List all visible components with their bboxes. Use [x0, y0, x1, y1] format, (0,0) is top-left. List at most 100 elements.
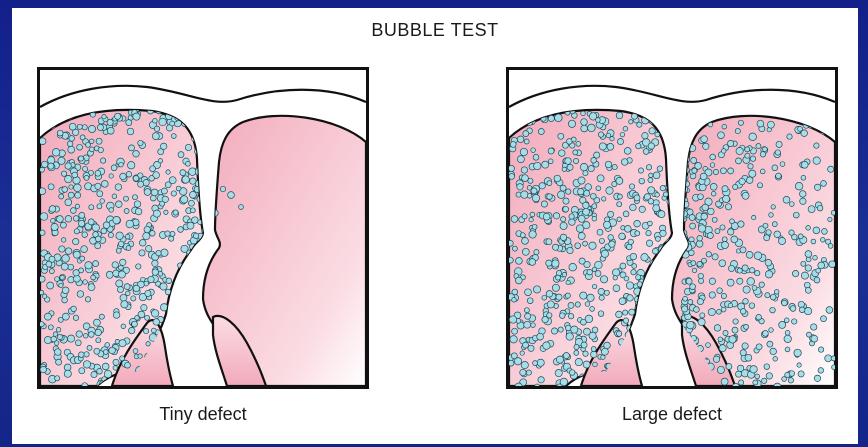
bubble	[524, 321, 531, 328]
caption-large-defect: Large defect	[506, 404, 838, 425]
bubble	[581, 119, 588, 126]
bubble	[726, 364, 732, 370]
bubble	[106, 271, 113, 278]
bubble	[606, 187, 613, 194]
bubble	[48, 163, 54, 169]
bubble	[79, 212, 85, 218]
bubble	[756, 144, 761, 149]
bubble	[101, 228, 107, 234]
bubble	[552, 284, 559, 291]
bubble	[57, 130, 63, 136]
bubble	[533, 154, 539, 160]
bubble	[522, 248, 529, 255]
bubble	[814, 375, 820, 381]
bubble	[151, 189, 158, 196]
bubble	[712, 217, 717, 222]
bubble	[548, 159, 553, 164]
bubble	[48, 325, 53, 330]
bubble	[596, 186, 601, 191]
bubble	[524, 308, 529, 313]
bubble	[737, 365, 743, 371]
bubble	[100, 158, 105, 163]
bubble	[599, 238, 604, 243]
bubble	[51, 223, 58, 230]
bubble	[789, 230, 794, 235]
bubble	[752, 286, 757, 291]
bubble	[85, 262, 92, 269]
bubble	[612, 269, 619, 276]
bubble	[801, 161, 808, 168]
bubble	[776, 141, 782, 147]
bubble	[539, 183, 545, 189]
bubble	[112, 262, 118, 268]
bubble	[116, 201, 123, 208]
bubble	[64, 370, 71, 377]
bubble	[78, 156, 83, 161]
bubble	[125, 234, 130, 239]
bubble	[170, 121, 175, 126]
bubble	[697, 261, 702, 266]
bubble	[721, 149, 726, 154]
bubble	[770, 294, 776, 300]
bubble	[115, 184, 122, 191]
bubble	[698, 225, 705, 232]
bubble	[732, 327, 738, 333]
bubble	[515, 277, 522, 284]
bubble	[591, 347, 596, 352]
bubble	[82, 125, 87, 130]
bubble	[626, 282, 633, 289]
bubble	[567, 139, 573, 145]
bubble	[51, 218, 56, 223]
bubble	[657, 166, 663, 172]
bubble	[800, 198, 806, 204]
bubble	[62, 255, 70, 263]
bubble	[190, 178, 196, 184]
bubble	[587, 294, 594, 301]
bubble	[68, 277, 74, 283]
bubble	[88, 125, 95, 132]
bubble	[512, 328, 518, 334]
bubble	[116, 232, 123, 239]
bubble	[84, 175, 89, 180]
bubble	[653, 205, 660, 212]
bubble	[747, 278, 755, 286]
bubble	[623, 211, 629, 217]
bubble	[538, 129, 544, 135]
bubble	[578, 233, 585, 240]
bubble	[583, 328, 590, 335]
bubble	[814, 184, 820, 190]
bubble	[517, 184, 523, 190]
bubble	[522, 214, 527, 219]
bubble	[616, 311, 623, 318]
bubble	[120, 356, 125, 361]
bubble	[749, 303, 755, 309]
bubble	[555, 114, 563, 122]
bubble	[720, 168, 726, 174]
bubble	[766, 230, 771, 235]
bubble	[542, 161, 549, 168]
bubble	[606, 133, 611, 138]
bubble	[581, 111, 586, 116]
bubble	[59, 283, 63, 287]
bubble	[40, 213, 48, 221]
bubble	[160, 283, 167, 290]
bubble	[171, 191, 176, 196]
bubble	[624, 226, 631, 233]
bubble	[580, 163, 587, 170]
bubble	[68, 146, 75, 153]
bubble	[737, 278, 743, 284]
bubble	[627, 295, 634, 302]
bubble	[601, 348, 608, 355]
bubble	[583, 361, 590, 368]
bubble	[151, 310, 158, 317]
bubble	[588, 166, 594, 172]
bubble	[596, 118, 601, 123]
bubble	[814, 277, 820, 283]
bubble	[521, 191, 528, 198]
bubble	[560, 234, 566, 240]
bubble	[156, 251, 161, 256]
bubble	[532, 194, 539, 201]
bubble	[601, 250, 608, 257]
bubble	[765, 259, 772, 266]
bubble	[749, 133, 757, 141]
